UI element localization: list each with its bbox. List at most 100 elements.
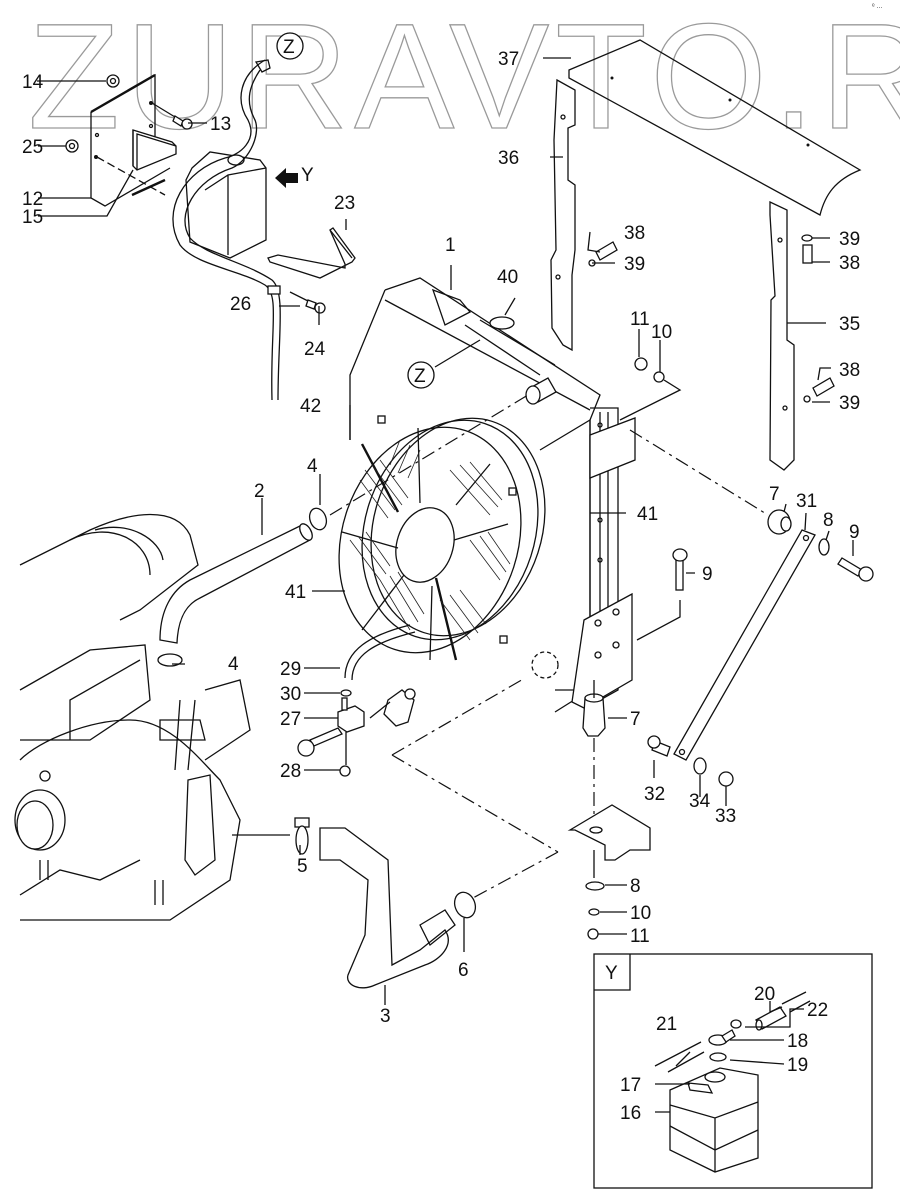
- label-plate-17-icon: [687, 1082, 714, 1094]
- callout-38c: 38: [839, 360, 860, 381]
- hose-clamp-4b-icon: [157, 653, 183, 667]
- callout-labels: 1 2 3 4 4 5 6 7 7 8 8 9 9 10 10 11 11 12…: [22, 49, 860, 1124]
- view-z-marker-radiator: Z: [407, 339, 481, 389]
- callout-12: 12: [22, 189, 43, 210]
- callout-34: 34: [689, 791, 711, 812]
- mount-alignment-line: [629, 429, 769, 516]
- callout-33: 33: [715, 806, 736, 827]
- callout-38a: 38: [624, 223, 645, 244]
- callout-11b: 11: [630, 926, 650, 947]
- nut-14-icon: [106, 74, 120, 88]
- callout-41a: 41: [637, 504, 658, 525]
- bracket-plate: [90, 73, 177, 207]
- callout-28: 28: [280, 761, 301, 782]
- callout-32: 32: [644, 784, 665, 805]
- callout-3: 3: [380, 1006, 391, 1027]
- drain-plug-30-icon: [340, 689, 352, 697]
- callout-29: 29: [280, 659, 301, 680]
- hose-clamp-4a-icon: [308, 507, 328, 531]
- right-shroud-panel: [769, 200, 795, 471]
- mount-bracket-icon: [567, 804, 651, 878]
- callout-7b: 7: [630, 709, 641, 730]
- rubber-mount-7b-icon: [582, 680, 606, 737]
- svg-text:Y: Y: [301, 165, 314, 186]
- view-z-marker-top: Z: [276, 32, 304, 60]
- washer-39b-icon: [801, 234, 813, 242]
- reservoir-tank: [185, 151, 267, 259]
- bolt-32-icon: [647, 735, 671, 757]
- callout-39a: 39: [624, 254, 645, 275]
- nut-33-icon: [718, 771, 734, 787]
- callout-38b: 38: [839, 253, 860, 274]
- callout-9a: 9: [849, 522, 860, 543]
- inset-view-y: Y: [593, 953, 873, 1189]
- drain-block-27-icon: [337, 697, 365, 733]
- bolt-38c-icon: [803, 377, 835, 403]
- view-y-arrow-icon: Y: [275, 165, 314, 188]
- hose-clamp-6-icon: [453, 891, 477, 919]
- callout-40: 40: [497, 267, 518, 288]
- drain-valve-icon: [383, 688, 416, 727]
- callout-26: 26: [230, 294, 251, 315]
- washer-10a-icon: [653, 371, 665, 383]
- engine-block: [14, 513, 290, 921]
- callout-36: 36: [498, 148, 519, 169]
- callout-4a: 4: [307, 456, 318, 477]
- bolt-38b-icon: [802, 244, 813, 264]
- callout-37: 37: [498, 49, 519, 70]
- callout-42: 42: [300, 396, 321, 417]
- callout-8a: 8: [823, 510, 834, 531]
- washer-8a-icon: [818, 538, 830, 556]
- overflow-hose: [172, 59, 281, 401]
- nut-11a-icon: [634, 357, 648, 371]
- svg-text:Y: Y: [605, 963, 618, 984]
- nut-11b-icon: [587, 928, 599, 940]
- svg-text:Z: Z: [414, 366, 426, 387]
- leader-lines: [37, 57, 854, 1113]
- callout-5: 5: [297, 856, 308, 877]
- callout-39b: 39: [839, 229, 860, 250]
- bolt-24-icon: [289, 291, 326, 314]
- callout-6: 6: [458, 960, 469, 981]
- tank-bracket: [267, 227, 356, 279]
- callout-35: 35: [839, 314, 860, 335]
- bolt-9b-icon: [636, 548, 688, 641]
- callout-21: 21: [656, 1014, 677, 1035]
- upper-hose-alignment-line: [329, 394, 529, 516]
- bolt-9a-icon: [837, 557, 874, 582]
- callout-20: 20: [754, 984, 775, 1005]
- corner-mark: ᵉ ...: [872, 3, 882, 10]
- top-shroud: [568, 39, 862, 216]
- callout-23: 23: [334, 193, 355, 214]
- callout-31: 31: [796, 491, 817, 512]
- callout-10b: 10: [630, 903, 651, 924]
- lower-hose: [319, 827, 456, 989]
- callout-4b: 4: [228, 654, 239, 675]
- bolt-drain-icon: [297, 727, 343, 757]
- upper-hose: [159, 523, 313, 644]
- left-shroud-panel: [550, 78, 576, 352]
- radiator-cap-icon: [489, 316, 515, 330]
- callout-8b: 8: [630, 876, 641, 897]
- washer-34-icon: [693, 757, 707, 775]
- callout-41b: 41: [285, 582, 306, 603]
- hose-clamp-5-icon: [294, 817, 310, 855]
- callout-30: 30: [280, 684, 301, 705]
- rubber-mount-7a-icon: [767, 509, 792, 535]
- bolt-13-icon: [151, 102, 193, 130]
- radiator-assembly: [349, 277, 636, 713]
- callout-1: 1: [445, 235, 456, 256]
- stay-bar-31: [673, 529, 816, 761]
- callout-9b: 9: [702, 564, 713, 585]
- callout-16: 16: [620, 1103, 641, 1124]
- drain-hose: [344, 624, 416, 681]
- callout-7a: 7: [769, 484, 780, 505]
- callout-25: 25: [22, 137, 43, 158]
- callout-17: 17: [620, 1075, 641, 1096]
- callout-39c: 39: [839, 393, 860, 414]
- svg-text:Z: Z: [283, 37, 295, 58]
- nut-28-icon: [339, 732, 351, 777]
- watermark: ZURAVTO.RU: [28, 0, 900, 160]
- fan-guard: [338, 415, 546, 661]
